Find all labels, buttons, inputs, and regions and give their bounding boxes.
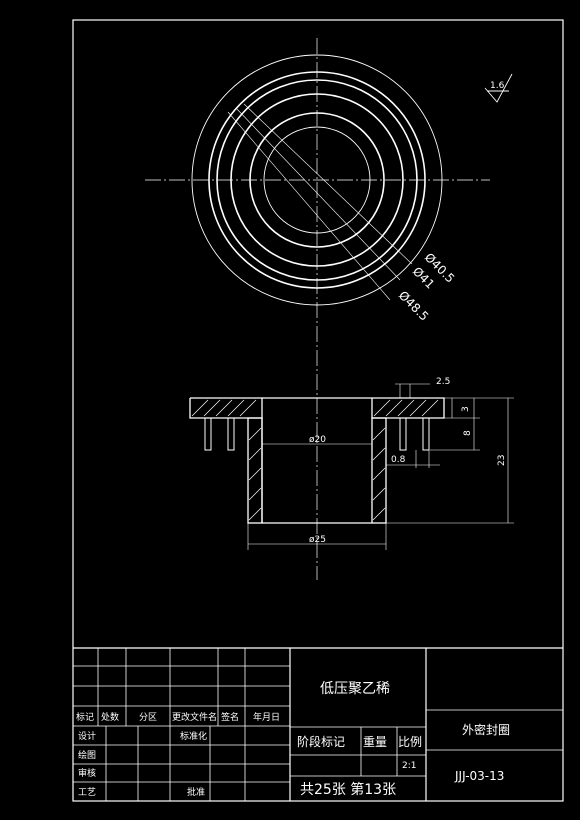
label-doc: 更改文件名 xyxy=(172,711,217,723)
title-block xyxy=(73,647,563,801)
top-view: Ø40.5 Ø41 Ø48.5 xyxy=(145,38,490,580)
dim-d48-5: Ø48.5 xyxy=(396,288,431,323)
title-block-text: 低压聚乙稀 外密封圈 JJJ-03-13 阶段标记 重量 比例 2:1 共25张… xyxy=(76,681,510,798)
stage-mark-header: 阶段标记 xyxy=(297,734,345,749)
dim-8: 8 xyxy=(463,430,473,436)
dim-23: 23 xyxy=(497,455,507,466)
dim-0-8: 0.8 xyxy=(391,455,406,465)
dim-d20: ø20 xyxy=(309,435,326,445)
weight-header: 重量 xyxy=(363,735,387,749)
label-design: 设计 xyxy=(78,730,96,742)
part-name: 外密封圈 xyxy=(462,722,510,737)
section-dimensions: ø20 ø25 2.5 3 8 23 0.8 xyxy=(247,377,514,550)
roughness-value: 1.6 xyxy=(490,81,505,91)
material-text: 低压聚乙稀 xyxy=(320,681,390,697)
leader-3 xyxy=(227,111,391,301)
drawing-number: JJJ-03-13 xyxy=(454,769,504,783)
label-date: 年月日 xyxy=(253,711,280,723)
dim-3: 3 xyxy=(461,406,471,412)
leader-1 xyxy=(243,103,413,265)
label-sign: 签名 xyxy=(221,711,239,723)
label-draw: 绘图 xyxy=(78,749,96,761)
label-mark: 标记 xyxy=(76,711,94,723)
leader-2 xyxy=(235,107,401,281)
roughness-symbol: 1.6 xyxy=(484,73,513,103)
label-check: 审核 xyxy=(78,767,96,779)
dim-d25: ø25 xyxy=(309,535,326,545)
label-approve: 批准 xyxy=(187,786,205,798)
sheet-count: 共25张 第13张 xyxy=(300,781,396,798)
scale-value: 2:1 xyxy=(402,761,416,771)
label-count: 处数 xyxy=(101,711,119,723)
label-std: 标准化 xyxy=(180,730,207,742)
ratio-header: 比例 xyxy=(398,735,422,749)
section-view xyxy=(189,397,445,524)
label-process: 工艺 xyxy=(78,787,96,798)
label-zone: 分区 xyxy=(139,712,157,723)
dim-2-5: 2.5 xyxy=(436,377,450,387)
drawing-border xyxy=(72,19,564,802)
